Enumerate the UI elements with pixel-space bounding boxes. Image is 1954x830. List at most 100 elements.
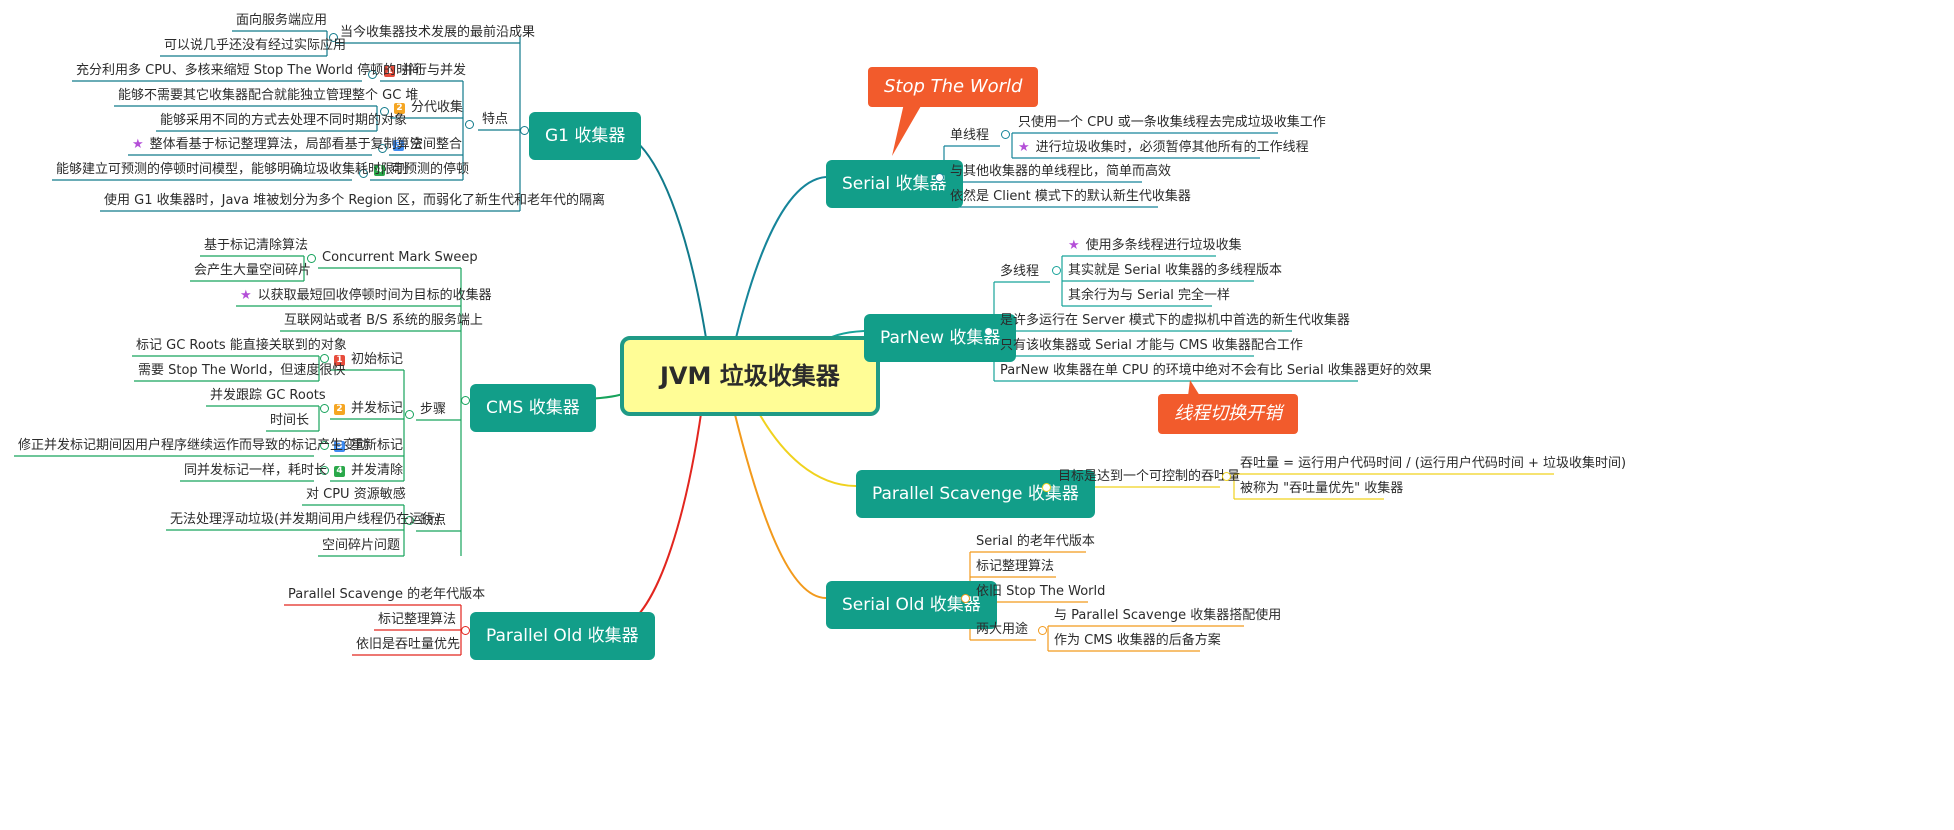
cms-step1-detail-1-text: 标记 GC Roots 能直接关联到的对象 <box>136 338 347 353</box>
parnew-same-as-serial-text: 其余行为与 Serial 完全一样 <box>1068 288 1231 303</box>
collapse-toggle-icon[interactable] <box>961 594 970 603</box>
parnew-multi-thread: 多线程 <box>996 263 1043 281</box>
collapse-toggle-icon[interactable] <box>320 441 329 450</box>
g1-generational-detail-1: 能够不需要其它收集器配合就能独立管理整个 GC 堆 <box>114 87 422 105</box>
priority-marker-icon: 3 <box>393 140 404 151</box>
collapse-toggle-icon[interactable] <box>1038 626 1047 635</box>
serial-stop-the-world-callout: Stop The World <box>868 67 1039 107</box>
collapse-toggle-icon[interactable] <box>320 354 329 363</box>
cms-usage: 互联网站或者 B/S 系统的服务端上 <box>280 312 487 330</box>
parallel-old-throughput-text: 依旧是吞吐量优先 <box>356 637 461 652</box>
collapse-toggle-icon[interactable] <box>378 144 387 153</box>
serial-collector-topic[interactable]: Serial 收集器 <box>826 160 963 208</box>
g1-generational-text: 分代收集 <box>411 100 464 115</box>
parallel-scavenge-formula-text: 吞吐量 = 运行用户代码时间 / (运行用户代码时间 + 垃圾收集时间) <box>1240 456 1627 471</box>
cms-cons-cpu: 对 CPU 资源敏感 <box>302 486 410 504</box>
collapse-toggle-icon[interactable] <box>329 33 338 42</box>
g1-compaction: 3 空间整合 <box>389 136 466 154</box>
g1-generational-detail-2: 能够采用不同的方式去处理不同时期的对象 <box>156 112 411 130</box>
cms-collector-topic[interactable]: CMS 收集器 <box>470 384 596 432</box>
g1-compaction-detail: ★整体看基于标记整理算法，局部看基于复制算法 <box>128 136 427 154</box>
cms-cons-fragmentation-text: 空间碎片问题 <box>322 538 401 553</box>
g1-predictable-detail-text: 能够建立可预测的停顿时间模型，能够明确垃圾收集耗时限制 <box>56 162 408 177</box>
collapse-toggle-icon[interactable] <box>380 107 389 116</box>
serial-single-cpu: 只使用一个 CPU 或一条收集线程去完成垃圾收集工作 <box>1014 114 1330 132</box>
collapse-toggle-icon[interactable] <box>520 126 529 135</box>
collapse-toggle-icon[interactable] <box>405 410 414 419</box>
serial-client-default: 依然是 Client 模式下的默认新生代收集器 <box>946 188 1195 206</box>
g1-frontier-text: 当今收集器技术发展的最前沿成果 <box>340 25 536 40</box>
serial-old-stw-text: 依旧 Stop The World <box>976 584 1106 599</box>
collapse-toggle-icon[interactable] <box>320 404 329 413</box>
serial-simple-text: 与其他收集器的单线程比，简单而高效 <box>950 164 1172 179</box>
collapse-toggle-icon[interactable] <box>1222 472 1231 481</box>
connector-line <box>735 176 827 339</box>
cms-mark-sweep: 基于标记清除算法 <box>200 237 312 255</box>
cms-cons-cpu-text: 对 CPU 资源敏感 <box>306 487 406 502</box>
star-icon: ★ <box>1018 140 1030 155</box>
collapse-toggle-icon[interactable] <box>461 626 470 635</box>
collapse-toggle-icon[interactable] <box>359 169 368 178</box>
g1-features-text: 特点 <box>482 112 509 127</box>
serial-old-use-ps-text: 与 Parallel Scavenge 收集器搭配使用 <box>1054 608 1282 623</box>
serial-old-version: Serial 的老年代版本 <box>972 533 1099 551</box>
star-icon: ★ <box>132 137 144 152</box>
serial-stop-threads: ★进行垃圾收集时，必须暂停其他所有的工作线程 <box>1014 139 1313 157</box>
cms-step4-detail-text: 同并发标记一样，耗时长 <box>184 463 328 478</box>
parnew-cms-compatible-text: 只有该收集器或 Serial 才能与 CMS 收集器配合工作 <box>1000 338 1303 353</box>
collapse-toggle-icon[interactable] <box>1042 483 1051 492</box>
g1-predictable-text: 可预测的停顿 <box>391 162 470 177</box>
parnew-collector-topic[interactable]: ParNew 收集器 <box>864 314 1017 362</box>
collapse-toggle-icon[interactable] <box>935 173 944 182</box>
collapse-toggle-icon[interactable] <box>320 466 329 475</box>
collapse-toggle-icon[interactable] <box>368 70 377 79</box>
serial-single-cpu-text: 只使用一个 CPU 或一条收集线程去完成垃圾收集工作 <box>1018 115 1326 130</box>
cms-cons-text: 缺点 <box>420 513 447 528</box>
parnew-single-cpu: ParNew 收集器在单 CPU 的环境中绝对不会有比 Serial 收集器更好… <box>996 362 1436 380</box>
serial-old-version-text: Serial 的老年代版本 <box>976 534 1095 549</box>
collapse-toggle-icon[interactable] <box>1001 130 1010 139</box>
parallel-old-algorithm: 标记整理算法 <box>374 611 460 629</box>
g1-collector-topic[interactable]: G1 收集器 <box>529 112 642 160</box>
g1-generational-detail-2-text: 能够采用不同的方式去处理不同时期的对象 <box>160 113 408 128</box>
collapse-toggle-icon[interactable] <box>461 396 470 405</box>
cms-cons: 缺点 <box>416 512 450 530</box>
parnew-cms-compatible: 只有该收集器或 Serial 才能与 CMS 收集器配合工作 <box>996 337 1307 355</box>
g1-untested: 可以说几乎还没有经过实际应用 <box>160 37 350 55</box>
priority-marker-icon: 1 <box>384 66 395 77</box>
serial-old-collector-topic[interactable]: Serial Old 收集器 <box>826 581 997 629</box>
cms-step1-detail-2: 需要 Stop The World，但速度很快 <box>134 362 349 380</box>
star-icon: ★ <box>240 288 252 303</box>
collapse-toggle-icon[interactable] <box>307 254 316 263</box>
collapse-toggle-icon[interactable] <box>465 120 474 129</box>
parallel-scavenge-formula: 吞吐量 = 运行用户代码时间 / (运行用户代码时间 + 垃圾收集时间) <box>1236 455 1630 473</box>
collapse-toggle-icon[interactable] <box>984 327 993 336</box>
callout-pointer <box>892 99 925 156</box>
collapse-toggle-icon[interactable] <box>405 516 414 525</box>
connector-line <box>615 391 705 631</box>
g1-generational-detail-1-text: 能够不需要其它收集器配合就能独立管理整个 GC 堆 <box>118 88 419 103</box>
g1-compaction-text: 空间整合 <box>410 137 463 152</box>
parnew-server-preferred: 是许多运行在 Server 模式下的虚拟机中首选的新生代收集器 <box>996 312 1354 330</box>
cms-step3-detail-text: 修正并发标记期间因用户程序继续运作而导致的标记产生变动 <box>18 438 370 453</box>
parallel-old-collector-topic[interactable]: Parallel Old 收集器 <box>470 612 655 660</box>
parallel-scavenge-collector-topic[interactable]: Parallel Scavenge 收集器 <box>856 470 1095 518</box>
parnew-serial-multi: 其实就是 Serial 收集器的多线程版本 <box>1064 262 1286 280</box>
priority-marker-icon: 1 <box>334 355 345 366</box>
parnew-collector-topic-text: ParNew 收集器 <box>880 328 1001 348</box>
g1-region-text: 使用 G1 收集器时，Java 堆被划分为多个 Region 区，而弱化了新生代… <box>104 193 605 208</box>
parallel-scavenge-throughput-first: 被称为 "吞吐量优先" 收集器 <box>1236 480 1407 498</box>
cms-goal-text: 以获取最短回收停顿时间为目标的收集器 <box>257 288 492 303</box>
parallel-old-version-text: Parallel Scavenge 的老年代版本 <box>288 587 486 602</box>
serial-old-use-cms-backup: 作为 CMS 收集器的后备方案 <box>1050 632 1225 650</box>
cms-usage-text: 互联网站或者 B/S 系统的服务端上 <box>284 313 483 328</box>
g1-concurrency-text: 并行与并发 <box>401 63 467 78</box>
g1-frontier: 当今收集器技术发展的最前沿成果 <box>336 24 539 42</box>
collapse-toggle-icon[interactable] <box>1052 266 1061 275</box>
cms-steps: 步骤 <box>416 401 450 419</box>
parnew-serial-multi-text: 其实就是 Serial 收集器的多线程版本 <box>1068 263 1283 278</box>
serial-simple: 与其他收集器的单线程比，简单而高效 <box>946 163 1175 181</box>
